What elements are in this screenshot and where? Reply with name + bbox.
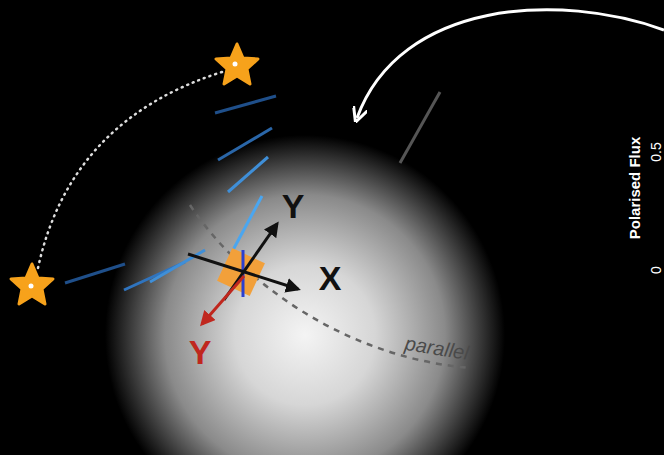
star-dot	[29, 284, 34, 289]
orbit-path	[38, 72, 222, 268]
axis-title: Polarised Flux	[627, 137, 642, 240]
axis-label: X	[319, 261, 342, 295]
rotation-arrow	[357, 10, 664, 118]
axis-label: Y	[189, 335, 212, 369]
parallel-line	[190, 205, 470, 368]
star-sphere	[100, 130, 510, 455]
star-dot	[233, 62, 238, 67]
tick-label: 0.5	[649, 142, 663, 161]
tick-label: 0	[649, 266, 663, 274]
y-axis-arrow-red	[202, 276, 244, 324]
star-icons	[11, 44, 258, 304]
axis-label: Y	[282, 189, 305, 223]
rotation-axis	[400, 92, 440, 163]
